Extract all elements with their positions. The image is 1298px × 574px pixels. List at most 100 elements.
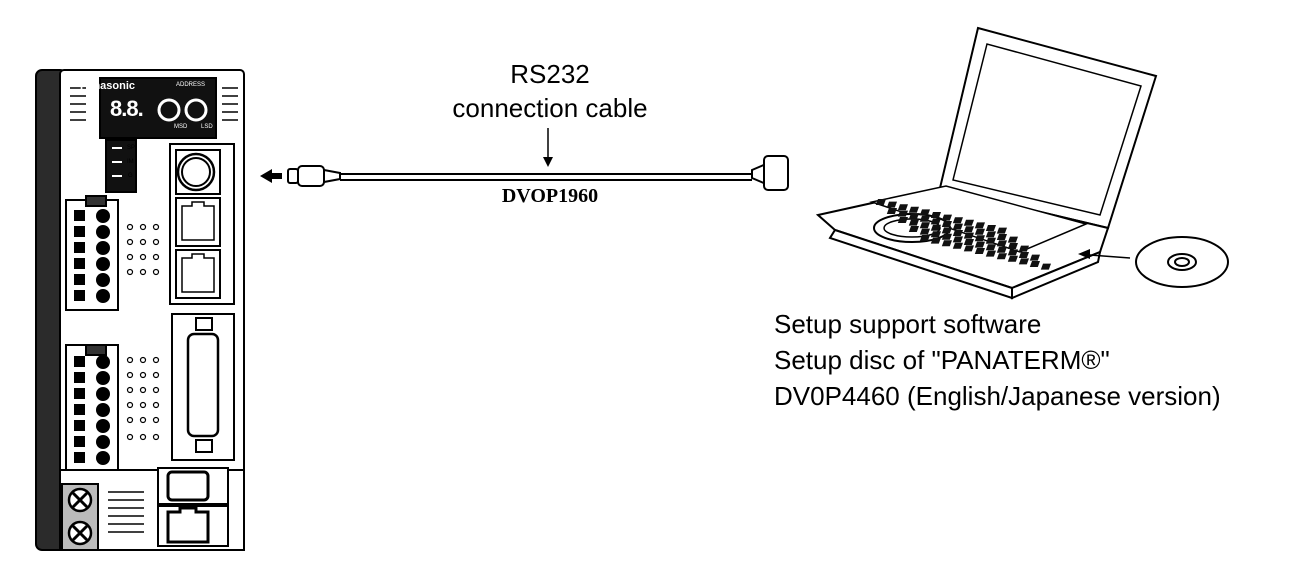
- left-arrow-icon: [260, 169, 282, 183]
- terminal-pin-square: [74, 388, 85, 399]
- keyboard-key: [996, 240, 1007, 247]
- keyboard-key: [963, 245, 974, 252]
- keyboard-key: [952, 217, 963, 224]
- terminal-pin-screw: [96, 451, 110, 465]
- keyboard-key: [1018, 245, 1029, 252]
- keyboard-key: [974, 235, 985, 242]
- left-arrow-icon: [1078, 249, 1090, 259]
- terminal-pin-screw: [96, 209, 110, 223]
- terminal-pin-screw: [96, 225, 110, 239]
- keyboard-key: [952, 242, 963, 249]
- keyboard-key: [930, 231, 941, 238]
- terminal-pin-square: [74, 420, 85, 431]
- keyboard-key: [996, 246, 1007, 253]
- terminal-pin-screw: [96, 241, 110, 255]
- keyboard-key: [952, 230, 963, 236]
- terminal-pin-screw: [96, 419, 110, 433]
- rs232-cable: [260, 128, 789, 191]
- keyboard-key: [941, 233, 952, 240]
- keyboard-key: [1007, 255, 1018, 262]
- terminal-pin-square: [74, 226, 85, 237]
- keyboard-key: [1007, 236, 1018, 243]
- keyboard-key: [996, 227, 1007, 234]
- keyboard-key: [908, 219, 919, 226]
- terminal-pin-square: [74, 258, 85, 269]
- keyboard-key: [1007, 243, 1018, 249]
- terminal-pin-screw: [96, 289, 110, 303]
- terminal-pin-screw: [96, 403, 110, 417]
- keyboard-key: [908, 226, 919, 232]
- keyboard-key: [886, 208, 897, 214]
- keyboard-key: [996, 234, 1007, 240]
- terminal-pin-screw: [96, 257, 110, 271]
- terminal-pin-square: [74, 436, 85, 447]
- terminal-pin-square: [74, 274, 85, 285]
- keyboard-key: [963, 239, 974, 245]
- laptop-computer: [815, 26, 1158, 300]
- keyboard-key: [963, 226, 974, 233]
- keyboard-key: [919, 215, 930, 222]
- terminal-pin-square: [74, 404, 85, 415]
- keyboard-key: [974, 248, 985, 254]
- cable-part-number: DVOP1960: [501, 185, 599, 207]
- led-label-im: IM: [127, 159, 134, 165]
- cd-disc-icon: [1135, 236, 1229, 288]
- keyboard-key: [1018, 252, 1029, 258]
- terminal-pin-square: [74, 290, 85, 301]
- led-label-sp: SP: [127, 145, 136, 151]
- keyboard-key: [908, 213, 919, 220]
- terminal-pin-square: [74, 372, 85, 383]
- terminal-pin-screw: [96, 387, 110, 401]
- keyboard-key: [875, 199, 886, 205]
- disc-arrow: [1078, 249, 1131, 259]
- keyboard-key: [930, 237, 941, 244]
- keyboard-key: [930, 212, 941, 218]
- keyboard-key: [1040, 263, 1052, 270]
- keyboard-key: [985, 250, 996, 257]
- terminal-pin-screw: [96, 435, 110, 449]
- keyboard-key: [952, 223, 963, 230]
- dial-label-msd: MSD: [174, 124, 188, 130]
- software-line1: Setup support software: [774, 309, 1042, 339]
- keyboard: [875, 199, 1052, 270]
- software-line3: DV0P4460 (English/Japanese version): [774, 381, 1221, 411]
- terminal-pin-square: [74, 452, 85, 463]
- terminal-pin-square: [74, 210, 85, 221]
- keyboard-key: [996, 253, 1007, 260]
- keyboard-key: [919, 222, 930, 229]
- cable-title-line1: RS232: [510, 59, 590, 89]
- keyboard-key: [1029, 261, 1041, 267]
- keyboard-key: [941, 227, 952, 234]
- keyboard-key: [952, 236, 963, 243]
- keyboard-key: [985, 225, 996, 231]
- amplifier-brand: Panasonic: [80, 80, 136, 92]
- terminal-pin-square: [74, 242, 85, 253]
- led-label-g: G: [128, 173, 133, 179]
- keyboard-key: [886, 201, 897, 208]
- keyboard-key: [908, 206, 919, 213]
- keyboard-key: [985, 244, 996, 251]
- keyboard-key: [919, 228, 930, 235]
- keyboard-key: [963, 219, 974, 226]
- down-arrow-icon: [543, 157, 553, 167]
- terminal-blocks: [74, 209, 110, 465]
- software-line2: Setup disc of "PANATERM®": [774, 345, 1110, 375]
- terminal-pin-screw: [96, 273, 110, 287]
- terminal-pin-screw: [96, 355, 110, 369]
- terminal-pin-screw: [96, 371, 110, 385]
- address-label: ADDRESS: [176, 82, 206, 88]
- segment-display: 8.8.: [110, 96, 144, 121]
- keyboard-key: [1029, 254, 1041, 261]
- keyboard-key: [941, 221, 952, 227]
- keyboard-key: [974, 241, 985, 248]
- keyboard-key: [963, 232, 974, 239]
- keyboard-key: [919, 209, 930, 216]
- servo-amplifier: [35, 69, 245, 551]
- dial-label-lsd: LSD: [201, 124, 213, 130]
- keyboard-key: [941, 240, 952, 247]
- keyboard-key: [897, 210, 908, 217]
- keyboard-key: [1007, 249, 1018, 256]
- terminal-pin-square: [74, 356, 85, 367]
